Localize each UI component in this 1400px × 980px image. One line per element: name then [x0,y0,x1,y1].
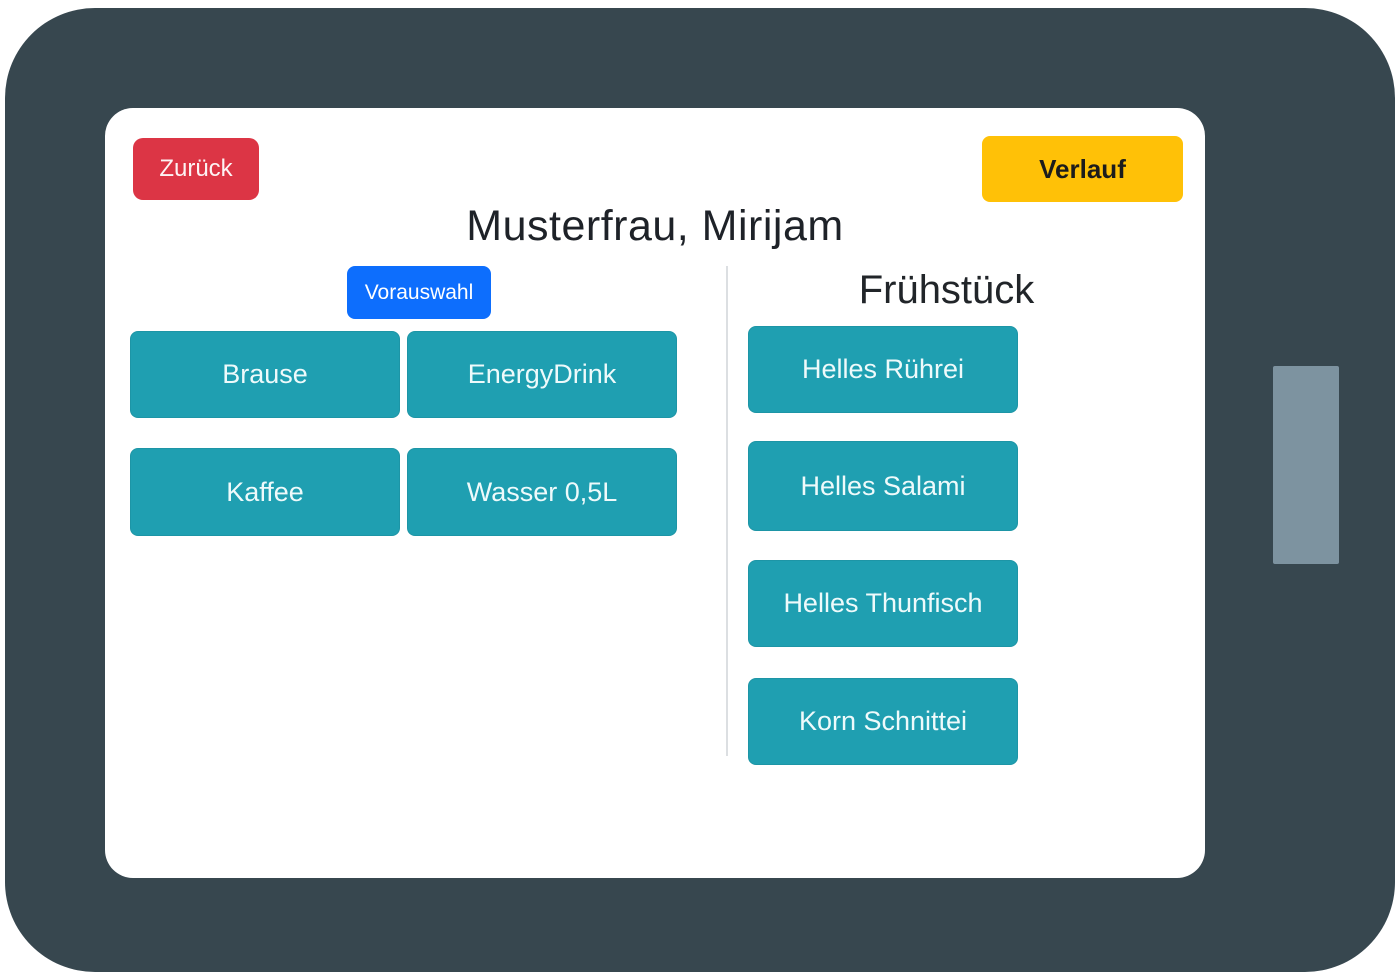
tablet-side-button [1273,366,1339,564]
breakfast-button-helles-ruehrei[interactable]: Helles Rührei [748,326,1018,413]
breakfast-button-helles-thunfisch[interactable]: Helles Thunfisch [748,560,1018,647]
back-button[interactable]: Zurück [133,138,259,200]
patient-name-title: Musterfrau, Mirijam [466,202,844,250]
drink-button-kaffee[interactable]: Kaffee [130,448,400,536]
breakfast-button-korn-schnittei[interactable]: Korn Schnittei [748,678,1018,765]
drink-button-brause[interactable]: Brause [130,331,400,418]
drink-button-wasser[interactable]: Wasser 0,5L [407,448,677,536]
breakfast-button-helles-salami[interactable]: Helles Salami [748,441,1018,531]
breakfast-section-title: Frühstück [858,268,1035,312]
preselection-button[interactable]: Vorauswahl [347,266,491,319]
app-screen: Zurück Verlauf Musterfrau, Mirijam Vorau… [105,108,1205,878]
tablet-frame: Zurück Verlauf Musterfrau, Mirijam Vorau… [5,8,1395,972]
section-divider [726,266,728,756]
history-button[interactable]: Verlauf [982,136,1183,202]
drink-button-energydrink[interactable]: EnergyDrink [407,331,677,418]
